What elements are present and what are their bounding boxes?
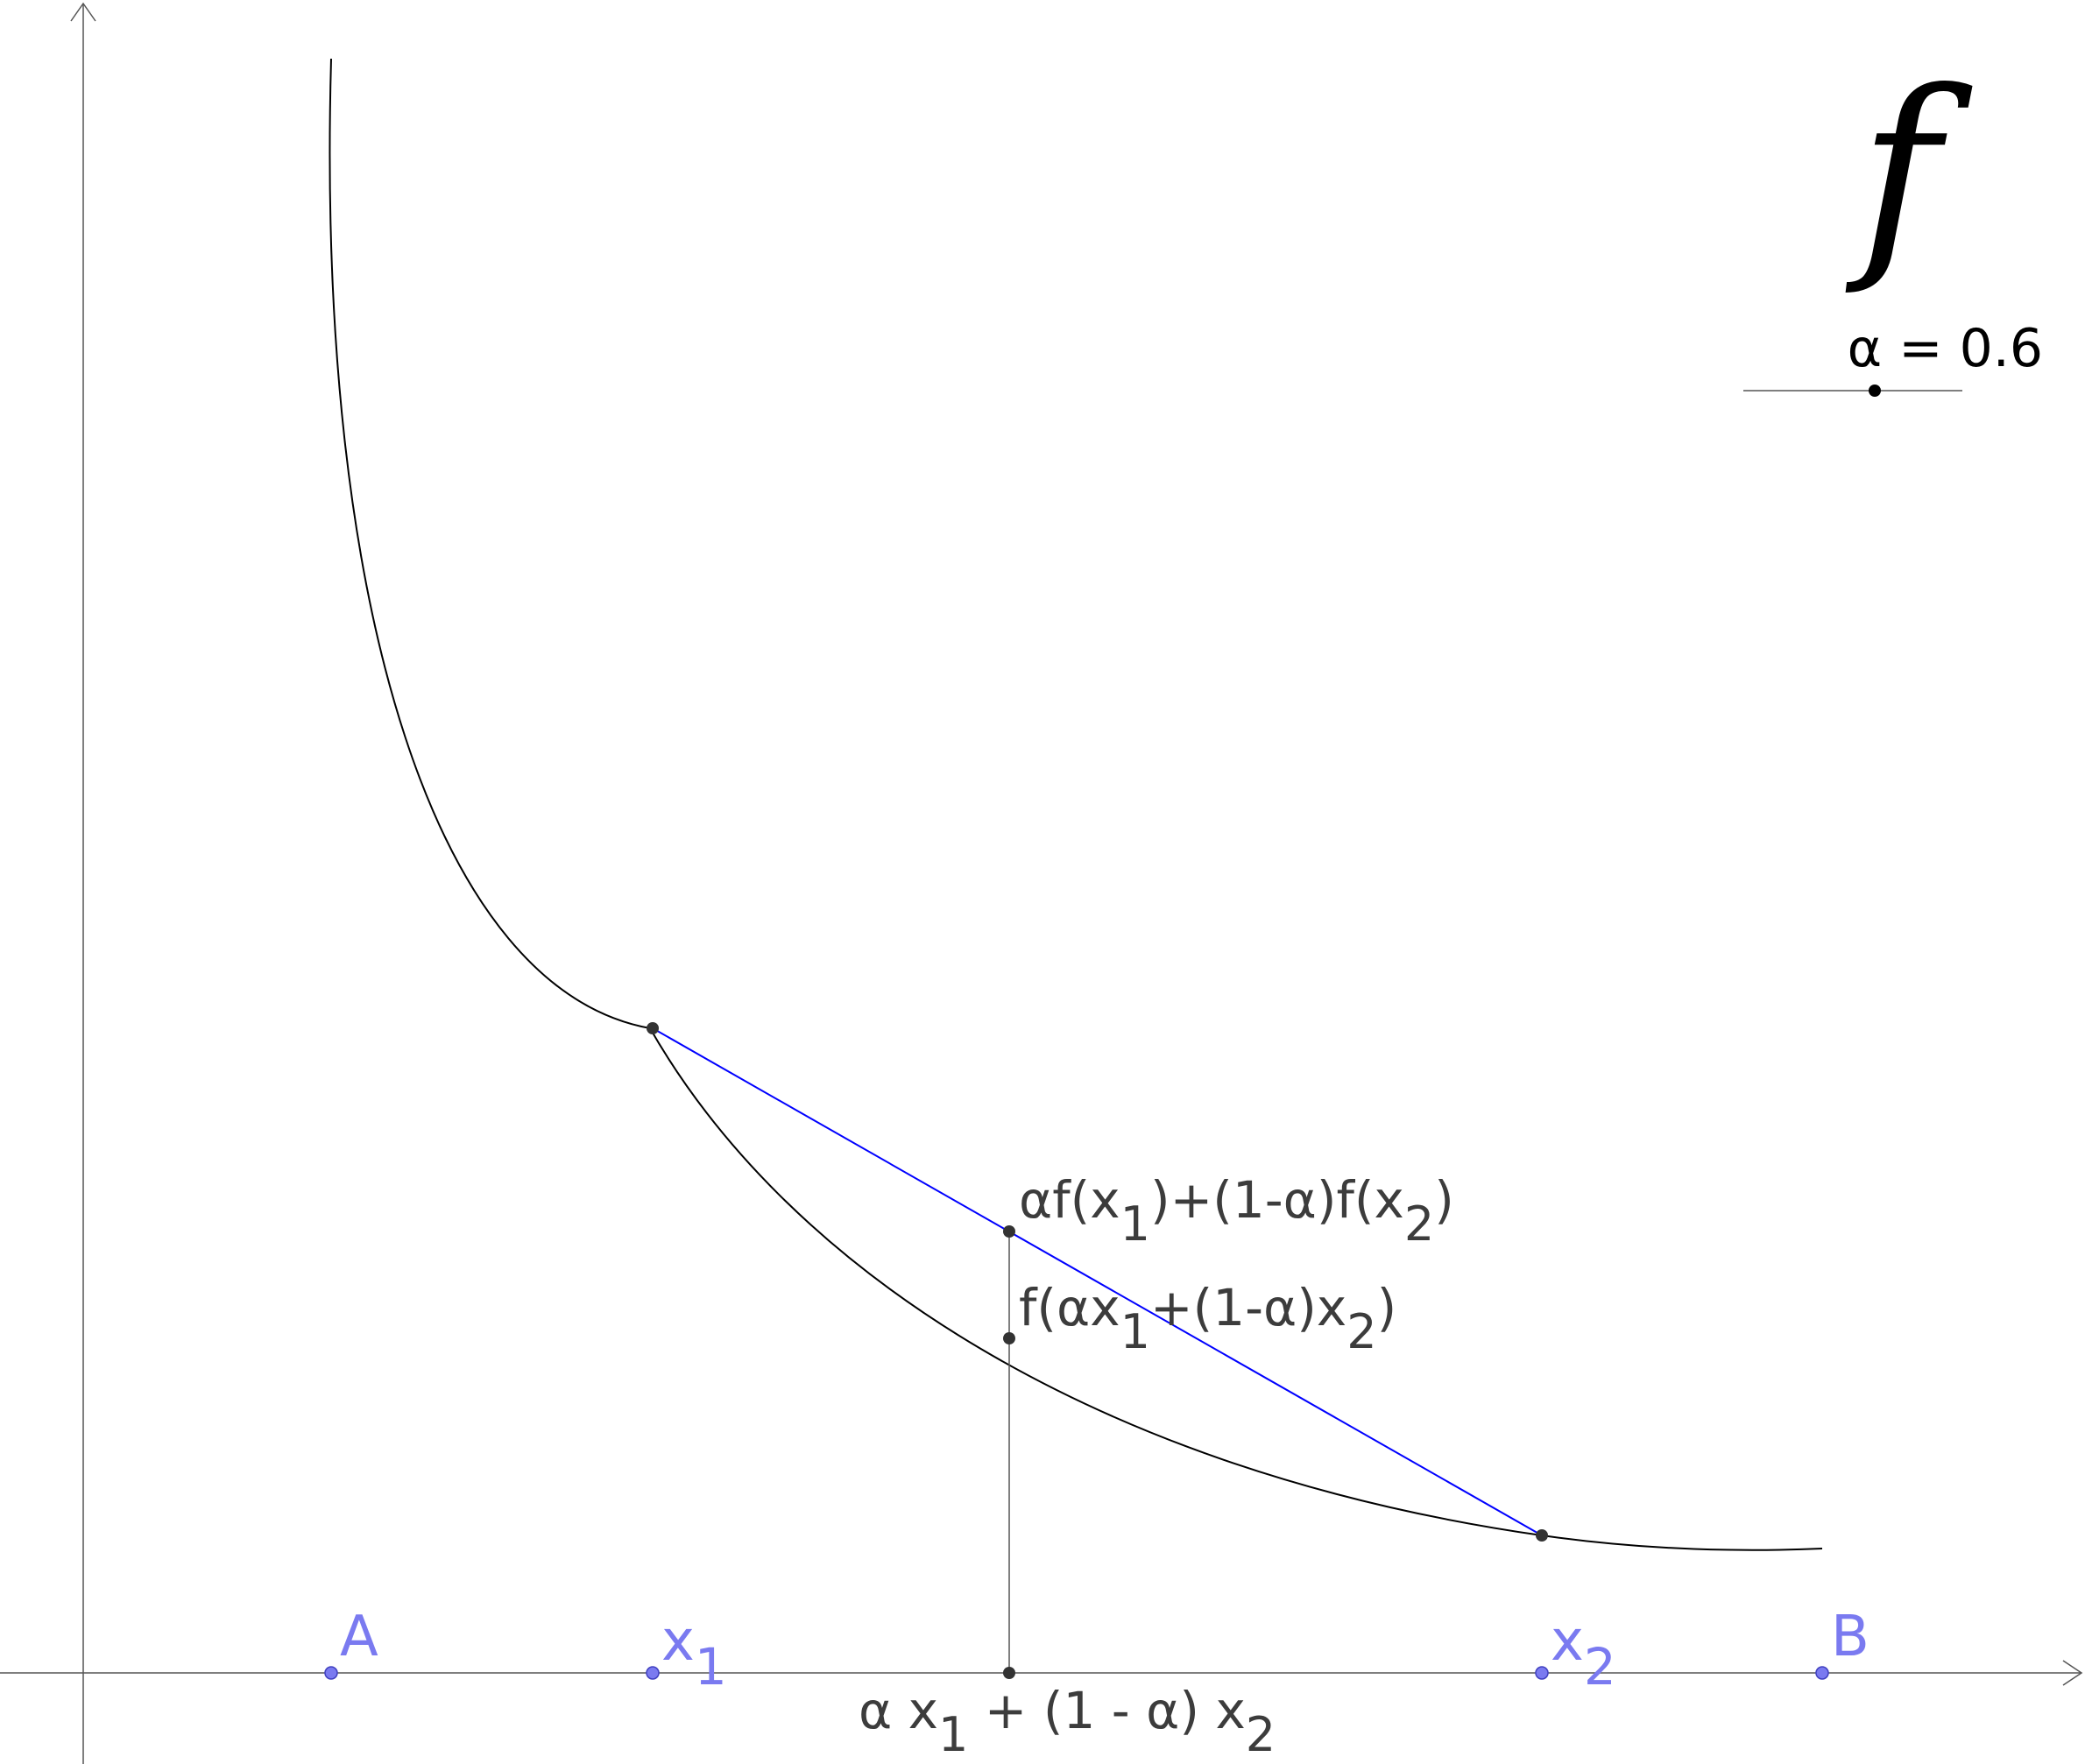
label-x1: x1	[661, 1609, 727, 1697]
label-x2-base: x	[1551, 1609, 1584, 1674]
point-x2[interactable]	[1535, 1666, 1549, 1680]
y-axis-arrow-icon	[70, 2, 96, 22]
label-x2-sub: 2	[1584, 1637, 1616, 1697]
function-curve	[329, 58, 1823, 1551]
formula-part: )	[1434, 1170, 1454, 1230]
point-curve	[1003, 1332, 1015, 1344]
formula-part: 2	[1404, 1196, 1434, 1252]
formula-part: 1	[1120, 1304, 1150, 1359]
label-A: A	[340, 1605, 378, 1669]
formula-part: 2	[1246, 1707, 1276, 1762]
formula-part: 2	[1346, 1304, 1376, 1359]
point-chord	[1003, 1225, 1015, 1238]
function-symbol: f	[1845, 44, 1973, 299]
point-x1[interactable]	[646, 1666, 660, 1680]
formula-part: 1	[1120, 1196, 1150, 1252]
formula-part: αf(x	[1019, 1170, 1120, 1230]
alpha-slider[interactable]: α = 0.6	[1743, 318, 2043, 397]
formula-part: f(αx	[1019, 1278, 1120, 1337]
label-axis-combination: α x1 + (1 - α) x2	[859, 1681, 1276, 1762]
label-x1-sub: 1	[695, 1637, 727, 1697]
slider-knob[interactable]	[1869, 385, 1881, 397]
label-x2: x2	[1551, 1609, 1616, 1697]
dark-points	[647, 1022, 1548, 1679]
label-x1-base: x	[661, 1609, 695, 1674]
formula-part: +(1-α)x	[1150, 1278, 1346, 1337]
point-f-x2[interactable]	[1536, 1529, 1548, 1542]
formula-part: )+(1-α)f(x	[1150, 1170, 1404, 1230]
formula-part: 1	[938, 1707, 968, 1762]
point-f-x1[interactable]	[647, 1022, 659, 1034]
point-B[interactable]	[1815, 1666, 1829, 1680]
formula-part: )	[1377, 1278, 1397, 1337]
slider-label: α = 0.6	[1848, 318, 2043, 379]
label-curve-point: f(αx1+(1-α)x2)	[1019, 1278, 1396, 1359]
blue-points	[324, 1666, 1829, 1680]
label-chord-point: αf(x1)+(1-α)f(x2)	[1019, 1170, 1454, 1252]
formula-part: + (1 - α) x	[968, 1681, 1245, 1740]
point-A[interactable]	[324, 1666, 338, 1680]
chord-segment	[652, 1027, 1543, 1536]
point-combination	[1003, 1667, 1015, 1679]
label-B: B	[1831, 1605, 1869, 1669]
x-axis-arrow-icon	[2062, 1660, 2083, 1686]
formula-part: α x	[859, 1681, 938, 1740]
